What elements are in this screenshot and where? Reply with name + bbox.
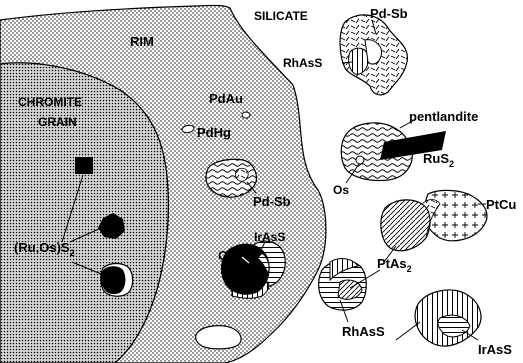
pdsb-mid-inclusion [236,168,249,181]
pdsb-mid-grain [206,159,256,197]
rhass-top-label: RhAsS [283,56,322,70]
pdau-label: PdAu [209,91,243,106]
pdsb-mid-label: Pd-Sb [253,194,291,209]
empty-grain-bottom [196,326,241,349]
rim-label: RIM [130,34,154,49]
pdsb-top-label: Pd-Sb [370,6,408,21]
ptas2-label: PtAs2 [377,256,412,274]
irass-bottom-label: IrAsS [478,342,512,357]
pentlandite-label: pentlandite [409,109,478,124]
silicate-label: SILICATE [254,9,308,23]
ruos-s2-grain-with-rim [101,264,133,297]
ptcu-label: PtCu [486,197,516,212]
ptcu-grain [381,190,487,250]
rhass-bottom-leader-right [396,322,420,340]
rhass-bottom-grain [319,259,367,311]
chromite-label-line1: CHROMITE [18,95,82,109]
pdau-grain [242,112,250,118]
irass-mid-label: IrAsS [254,230,285,244]
os-mid-label: Os [218,248,235,263]
pdhg-label: PdHg [197,125,231,140]
irass-bottom-grain [415,290,481,346]
rus2-label: RuS2 [423,151,454,169]
rhass-bottom-label: RhAsS [342,324,385,339]
os-right-label: Os [333,183,349,197]
ruos-s2-square-grain [75,157,93,174]
chromite-label-line2: GRAIN [38,115,77,129]
